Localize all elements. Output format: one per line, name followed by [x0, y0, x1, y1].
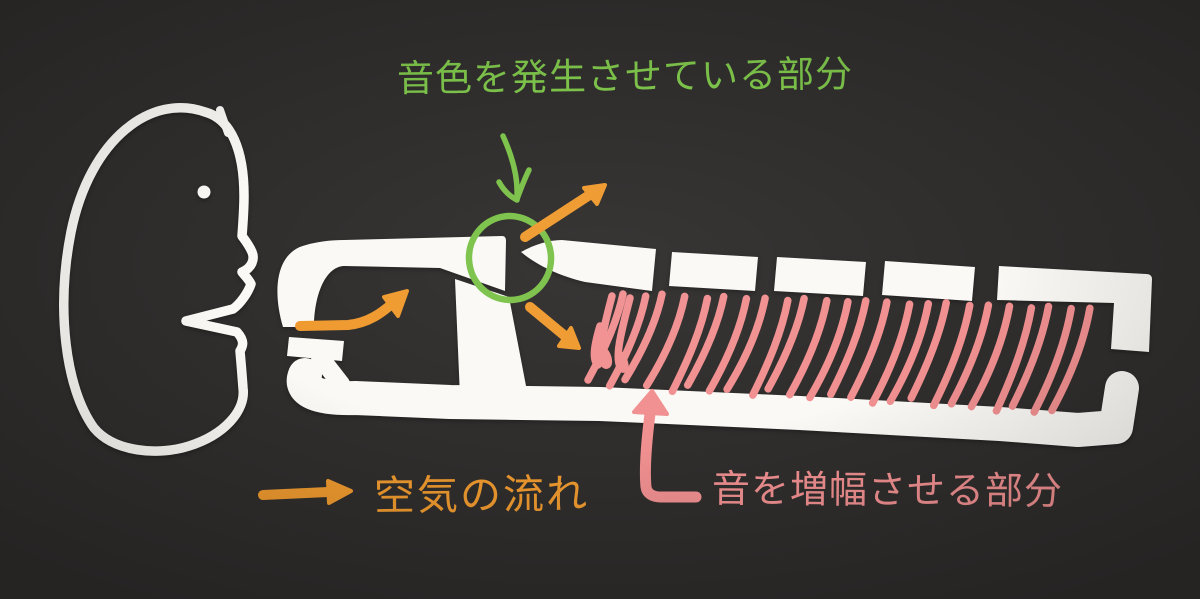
- resonance-hatch-stroke: [683, 292, 728, 389]
- resonance-hatch-stroke: [886, 300, 933, 406]
- resonance-hatch-stroke: [605, 292, 650, 390]
- resonance-hatch-stroke: [705, 294, 751, 395]
- tone-hole-segment: [882, 261, 975, 301]
- resonance-hatching: [584, 290, 1094, 416]
- top-wall-right-corner: [997, 266, 1152, 352]
- air-flow-arrow-windway: [295, 289, 409, 331]
- resonance-hatch-stroke: [621, 290, 666, 384]
- air-flow-arrow-window-exit: [520, 183, 607, 242]
- windway-top-wall: [277, 236, 506, 327]
- tone-generation-circle: [465, 212, 555, 304]
- resonance-hatch-stroke: [786, 296, 831, 399]
- bottom-wall: [286, 358, 1139, 447]
- resonance-hatch-stroke: [642, 292, 689, 390]
- resonance-hatch-stroke: [947, 301, 993, 408]
- resonance-hatch-stroke: [723, 294, 769, 393]
- resonance-hatch-stroke: [668, 294, 712, 396]
- label-tone-generation: 音色を発生させている部分: [396, 52, 854, 101]
- resonance-hatch-stroke: [806, 298, 852, 402]
- resonance-hatch-stroke: [1048, 304, 1094, 415]
- air-flow-arrow-bore: [525, 302, 581, 350]
- tone-hole-segment: [774, 257, 866, 296]
- head-profile-outline: [59, 103, 258, 456]
- resonance-hatch-stroke: [992, 304, 1036, 415]
- tone-generation-annotation: [465, 133, 555, 304]
- resonance-hatch-stroke: [827, 297, 870, 399]
- eye-dot: [197, 185, 211, 199]
- blowing-person: [59, 103, 258, 456]
- resonance-hatch-stroke: [1030, 304, 1075, 416]
- amplification-arrow: [632, 389, 702, 503]
- resonance-hatch-stroke: [1008, 302, 1053, 410]
- resonance-hatch-stroke: [584, 290, 627, 384]
- legend-air-flow-arrow: [258, 479, 353, 505]
- recorder-body: [277, 236, 1152, 447]
- resonance-hatch-stroke: [868, 300, 914, 407]
- labium-edge: [521, 240, 656, 291]
- label-amplification: 音を増幅させる部分: [711, 466, 1064, 514]
- resonance-squiggle: [597, 292, 616, 369]
- resonance-hatch-stroke: [764, 294, 808, 393]
- resonance-hatch-stroke: [929, 301, 974, 410]
- hair-notch-stroke: [216, 106, 232, 137]
- resonance-hatch-stroke: [847, 298, 891, 401]
- tone-generation-arrow: [496, 133, 532, 203]
- label-air-flow: 空気の流れ: [373, 470, 590, 520]
- air-flow-arrows: [258, 183, 607, 505]
- lip-to-wall-joint: [311, 348, 350, 393]
- resonance-hatch-stroke: [967, 302, 1014, 411]
- fipple-block: [455, 279, 527, 397]
- tone-hole-segment: [669, 252, 758, 291]
- resonance-hatch-stroke: [907, 299, 950, 402]
- resonance-hatch-stroke: [749, 296, 792, 399]
